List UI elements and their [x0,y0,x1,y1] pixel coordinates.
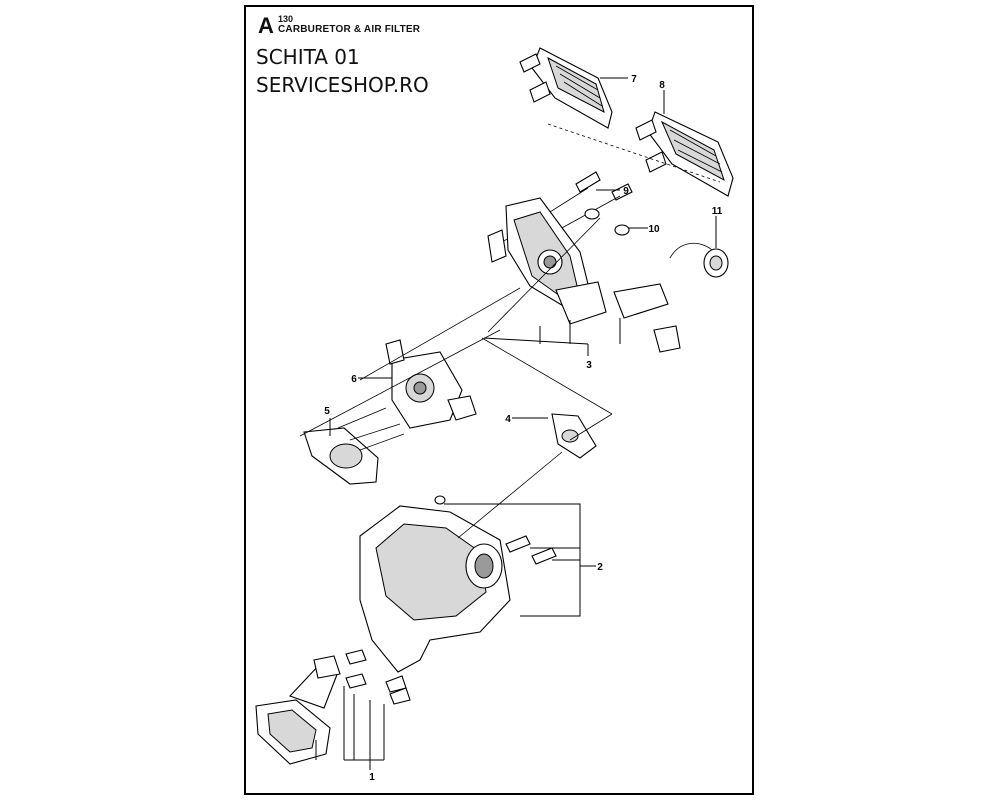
drawing-frame [244,5,754,795]
intake-plate-part [303,407,405,485]
section-number: 130 [278,14,294,24]
callout-4: 4 [505,414,511,425]
callout-7: 7 [631,74,637,85]
air-filter-lower-part [635,111,734,197]
callout-9: 9 [623,186,629,197]
air-filter-upper-part [519,47,613,129]
carburetor-housing-part [487,197,681,353]
shop-label: SERVICESHOP.RO [256,73,429,97]
section-letter: A [258,13,274,38]
carburetor-part [385,339,477,429]
callout-6: 6 [351,374,357,385]
callout-1: 1 [369,772,375,783]
connector-part [551,413,597,459]
section-title: CARBURETOR & AIR FILTER [278,24,421,35]
callout-3: 3 [586,360,592,371]
intake-manifold-part [255,649,411,765]
callout-10: 10 [648,224,660,235]
washer-part [584,208,630,236]
choke-knob-part [669,242,729,278]
filter-base-part [359,495,557,673]
sketch-label: SCHITA 01 [256,45,360,69]
callout-11: 11 [712,206,723,217]
callout-8: 8 [659,80,665,91]
callout-2: 2 [597,562,603,573]
callout-5: 5 [324,406,330,417]
